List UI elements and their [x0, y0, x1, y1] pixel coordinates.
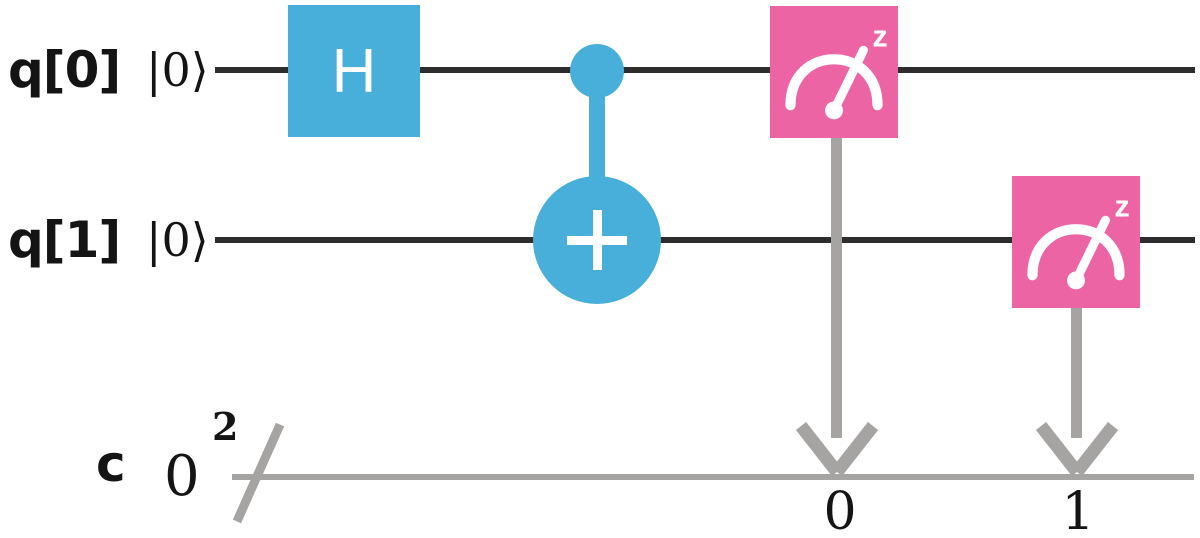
gauge-meter-icon: z [785, 18, 888, 120]
qubit-label-1: q[1] [8, 211, 121, 269]
qubit-wire-0 [215, 67, 1195, 73]
ket-zero-label-1: |0⟩ [146, 213, 209, 267]
cnot-target-circle [533, 176, 661, 304]
qubit-wire-1 [215, 237, 1195, 243]
ket-zero-label-0: |0⟩ [146, 43, 209, 97]
measurement-stem-1 [1071, 308, 1082, 438]
bus-width-label: 2 [212, 404, 239, 449]
classical-bit-label-1: 1 [1061, 482, 1095, 538]
down-arrowhead-icon [795, 421, 879, 476]
gauge-meter-icon: z [1027, 188, 1130, 290]
slash-icon [232, 422, 285, 524]
classical-register-name: c [96, 435, 126, 493]
down-arrowhead-icon [1035, 421, 1119, 476]
measurement-stem-0 [831, 138, 842, 438]
measurement-basis-superscript: z [872, 18, 887, 53]
hadamard-gate: H [288, 5, 420, 137]
classical-bit-label-0: 0 [823, 482, 857, 538]
classical-register-index: 0 [164, 443, 200, 509]
classical-wire [232, 474, 1194, 480]
cnot-control-dot [570, 44, 624, 98]
measurement-gate-1: z [1012, 176, 1140, 308]
measurement-basis-superscript: z [1114, 188, 1129, 223]
measurement-gate-0: z [770, 6, 898, 138]
qubit-label-0: q[0] [8, 41, 121, 99]
hadamard-gate-label: H [331, 36, 377, 106]
